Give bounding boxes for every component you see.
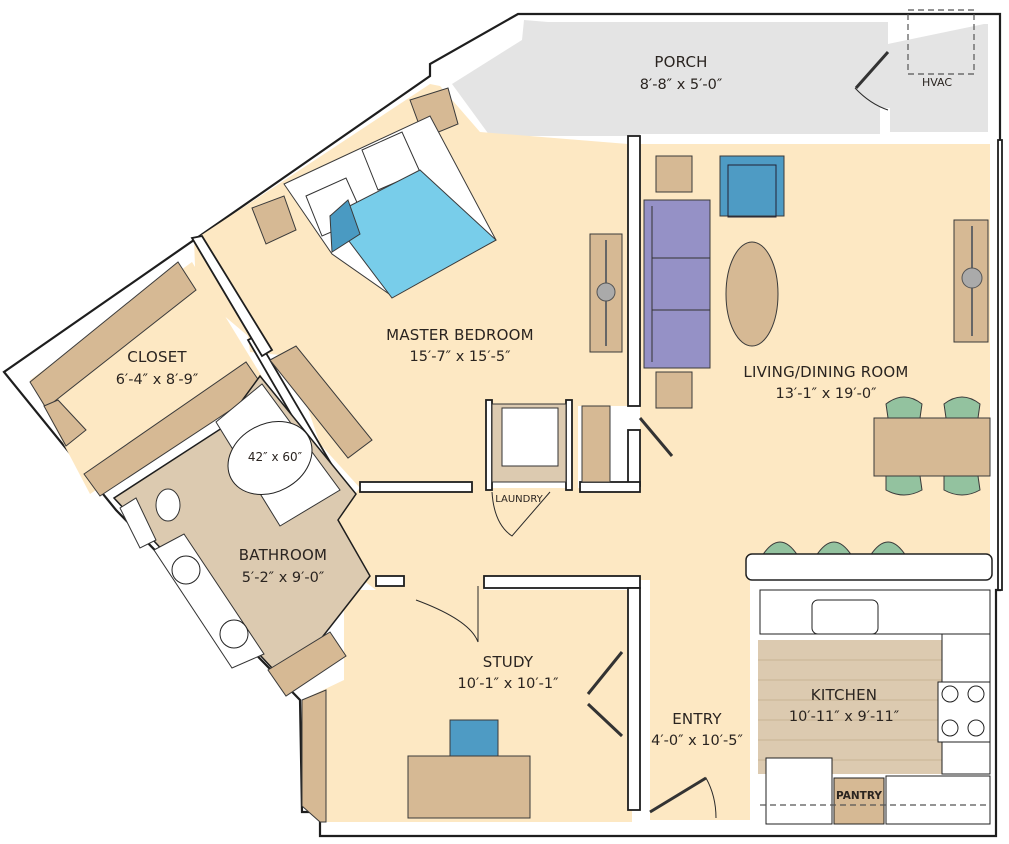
- desk: [407, 755, 531, 819]
- kitchen-tile-floor: [758, 640, 942, 774]
- bed: [329, 169, 497, 299]
- study-name: STUDY: [483, 653, 534, 671]
- coat-closet-door[interactable]: [638, 417, 674, 457]
- dining-table: [873, 417, 991, 477]
- entry-name: ENTRY: [672, 710, 722, 728]
- kitchen-name: KITCHEN: [811, 686, 877, 704]
- laundry-label: LAUNDRY: [495, 494, 543, 505]
- hvac-label: HVAC: [922, 76, 952, 89]
- tv-icon: [961, 267, 983, 289]
- end-table: [655, 371, 693, 409]
- linen-shelf: [267, 631, 347, 697]
- pantry: [833, 777, 885, 825]
- dining-chair: [885, 475, 923, 496]
- kitchen-room: PANTRY: [745, 553, 993, 825]
- bathroom-room: 42″ x 60″: [112, 374, 371, 697]
- end-table: [655, 155, 693, 193]
- study-door-swing: [415, 586, 479, 643]
- study-bookshelf: [301, 689, 327, 823]
- lamp-icon: [596, 282, 616, 302]
- bed-fold: [329, 199, 361, 253]
- coffee-table: [725, 241, 779, 347]
- refrigerator: [765, 757, 833, 825]
- toilet-tank: [119, 497, 157, 549]
- dining-chair: [943, 396, 981, 419]
- kitchen-sink-icon: [811, 599, 879, 635]
- dining-chair: [943, 475, 981, 496]
- nightstand-left: [251, 195, 297, 245]
- armchair: [719, 155, 785, 217]
- master-bedroom-dimensions: 15′-7″ x 15′-5″: [409, 349, 511, 365]
- bedroom-furniture: [251, 87, 623, 459]
- porch-door[interactable]: [854, 51, 890, 89]
- closet-name: CLOSET: [127, 348, 187, 366]
- entry-dimensions: 4′-0″ x 10′-5″: [651, 733, 743, 749]
- bathroom-name: BATHROOM: [239, 546, 327, 564]
- living-dining-name: LIVING/DINING ROOM: [743, 363, 908, 381]
- sink-icon: [219, 619, 249, 649]
- lower-cabinet: [885, 775, 991, 825]
- study-dimensions: 10′-1″ x 10′-1″: [457, 676, 559, 692]
- study-furniture: [301, 586, 624, 823]
- kitchen-dimensions: 10′-11″ x 9′-11″: [789, 709, 900, 725]
- laundry-area: LAUNDRY: [491, 403, 611, 537]
- sink-icon: [171, 555, 201, 585]
- utility-shelf: [581, 405, 611, 483]
- entry-door[interactable]: [649, 776, 717, 819]
- desk-chair: [449, 719, 499, 759]
- toilet-icon: [155, 488, 181, 522]
- kitchen-bar-counter: [745, 553, 993, 581]
- sofa: [643, 199, 711, 369]
- bedroom-bench: [269, 345, 373, 459]
- tub-basin: [227, 421, 313, 495]
- hvac-unit: [907, 9, 975, 75]
- porch-dimensions: 8′-8″ x 5′-0″: [640, 77, 723, 93]
- washer-dryer: [501, 407, 559, 467]
- room-labels: PORCH 8′-8″ x 5′-0″ MASTER BEDROOM 15′-7…: [116, 53, 909, 749]
- master-bedroom-name: MASTER BEDROOM: [386, 326, 534, 344]
- porch-room: HVAC: [452, 9, 988, 136]
- tub-size-label: 42″ x 60″: [248, 450, 303, 464]
- bathroom-dimensions: 5′-2″ x 9′-0″: [242, 570, 325, 586]
- pantry-label: PANTRY: [836, 790, 882, 802]
- closet-dimensions: 6′-4″ x 8′-9″: [116, 372, 199, 388]
- porch-name: PORCH: [654, 53, 707, 71]
- closet-shelving: [29, 261, 265, 497]
- living-furniture: [638, 155, 991, 557]
- dining-chair: [885, 396, 923, 419]
- study-closet-doors[interactable]: [586, 651, 624, 738]
- living-dining-dimensions: 13′-1″ x 19′-0″: [775, 386, 877, 402]
